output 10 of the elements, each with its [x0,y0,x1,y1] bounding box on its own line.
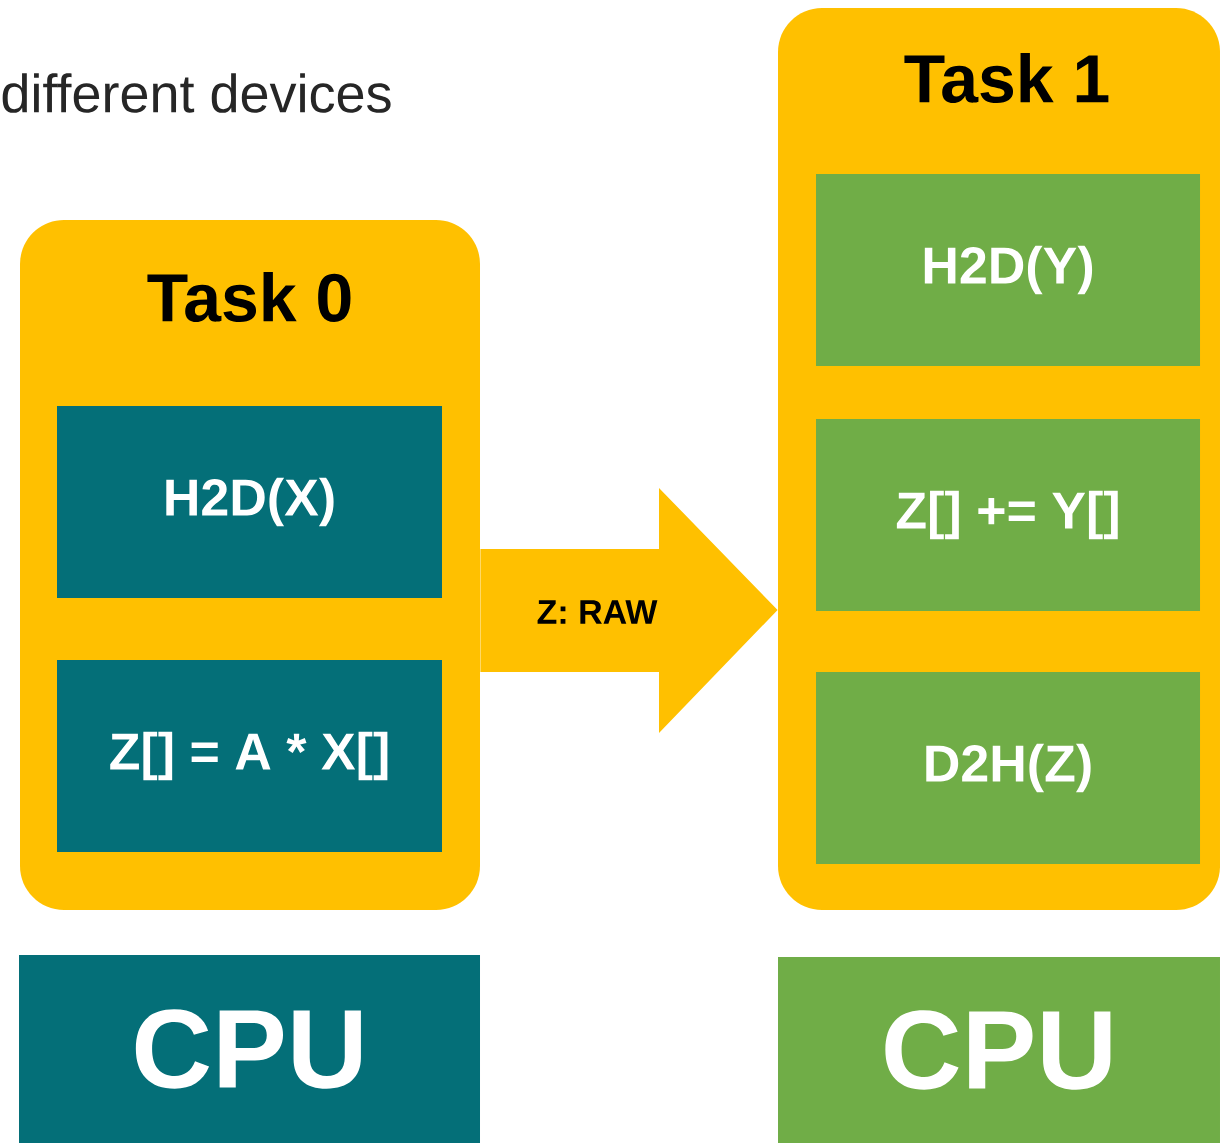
step-box: Z[] = A * X[] [57,660,442,852]
step-box: H2D(Y) [816,174,1200,366]
step-box: H2D(X) [57,406,442,598]
title: different devices [2,73,391,113]
step-box: D2H(Z) [816,672,1200,864]
cpu-box: CPU [19,955,480,1143]
block-arrow [480,488,778,733]
cpu-box: CPU [778,957,1220,1143]
edge-label: Z: RAW [534,598,660,626]
step-box: Z[] += Y[] [816,419,1200,611]
